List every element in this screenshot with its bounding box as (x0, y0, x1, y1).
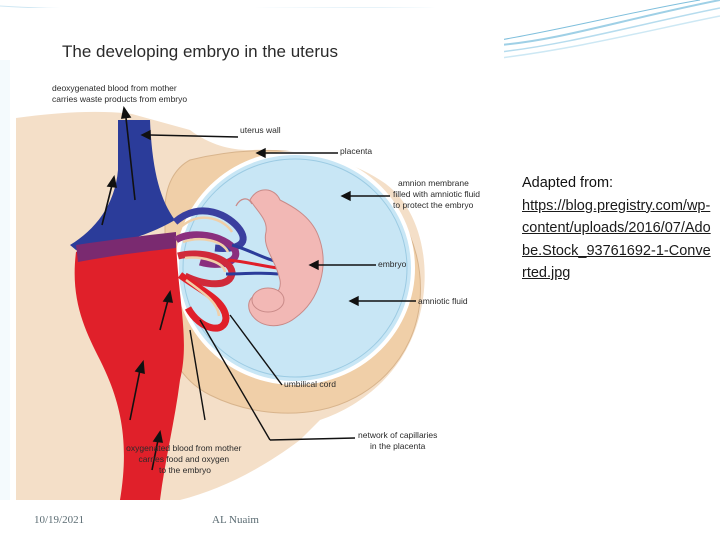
label-umbilical-cord-line1: umbilical cord (284, 379, 336, 389)
capillary-inner (181, 216, 234, 317)
figure-title: The developing embryo in the uterus (62, 42, 338, 61)
label-capillaries: network of capillaries in the placenta (358, 430, 440, 451)
amnion-membrane (182, 158, 408, 378)
source-link[interactable]: https://blog.pregistry.com/wp-content/up… (522, 197, 711, 282)
label-amnion-line3: to protect the embryo (393, 200, 474, 210)
embryo-figure (235, 189, 324, 327)
label-embryo-line1: embryo (378, 259, 407, 269)
label-umbilical-cord: umbilical cord (284, 379, 336, 389)
footer-author: AL Nuaim (212, 514, 259, 526)
deoxygenated-vessel (70, 120, 175, 250)
label-amnion-line2: filled with amniotic fluid (393, 189, 480, 199)
left-margin-tint (0, 60, 10, 500)
label-placenta: placenta (340, 146, 372, 156)
credit-prefix: Adapted from: (522, 175, 614, 191)
label-deoxygenated-line2: carries waste products from embryo (52, 94, 187, 104)
label-oxygenated-line1: oxygenated blood from mother (126, 443, 241, 453)
label-uterus-wall-line1: uterus wall (240, 125, 281, 135)
label-uterus-wall: uterus wall (240, 125, 281, 135)
source-credit: Adapted from: https://blog.pregistry.com… (522, 172, 712, 285)
vessel-gradient-blend (76, 232, 176, 262)
label-amniotic-fluid: amniotic fluid (418, 296, 468, 306)
label-oxygenated-line3: to the embryo (159, 465, 211, 475)
label-oxygenated: oxygenated blood from mother carries foo… (126, 443, 244, 475)
label-capillaries-line2: in the placenta (370, 441, 426, 451)
label-amnion: amnion membrane filled with amniotic flu… (393, 178, 482, 210)
oxygenated-vessel (74, 240, 184, 500)
flow-arrows (101, 105, 174, 471)
footer-date: 10/19/2021 (34, 514, 85, 526)
label-amniotic-fluid-line1: amniotic fluid (418, 296, 468, 306)
label-deoxygenated-line1: deoxygenated blood from mother (52, 83, 177, 93)
label-placenta-line1: placenta (340, 146, 372, 156)
label-pointers (140, 129, 416, 441)
label-embryo: embryo (378, 259, 407, 269)
label-amnion-line1: amnion membrane (398, 178, 469, 188)
label-deoxygenated: deoxygenated blood from mother carries w… (52, 83, 187, 104)
label-oxygenated-line2: carries food and oxygen (138, 454, 229, 464)
label-capillaries-line1: network of capillaries (358, 430, 437, 440)
